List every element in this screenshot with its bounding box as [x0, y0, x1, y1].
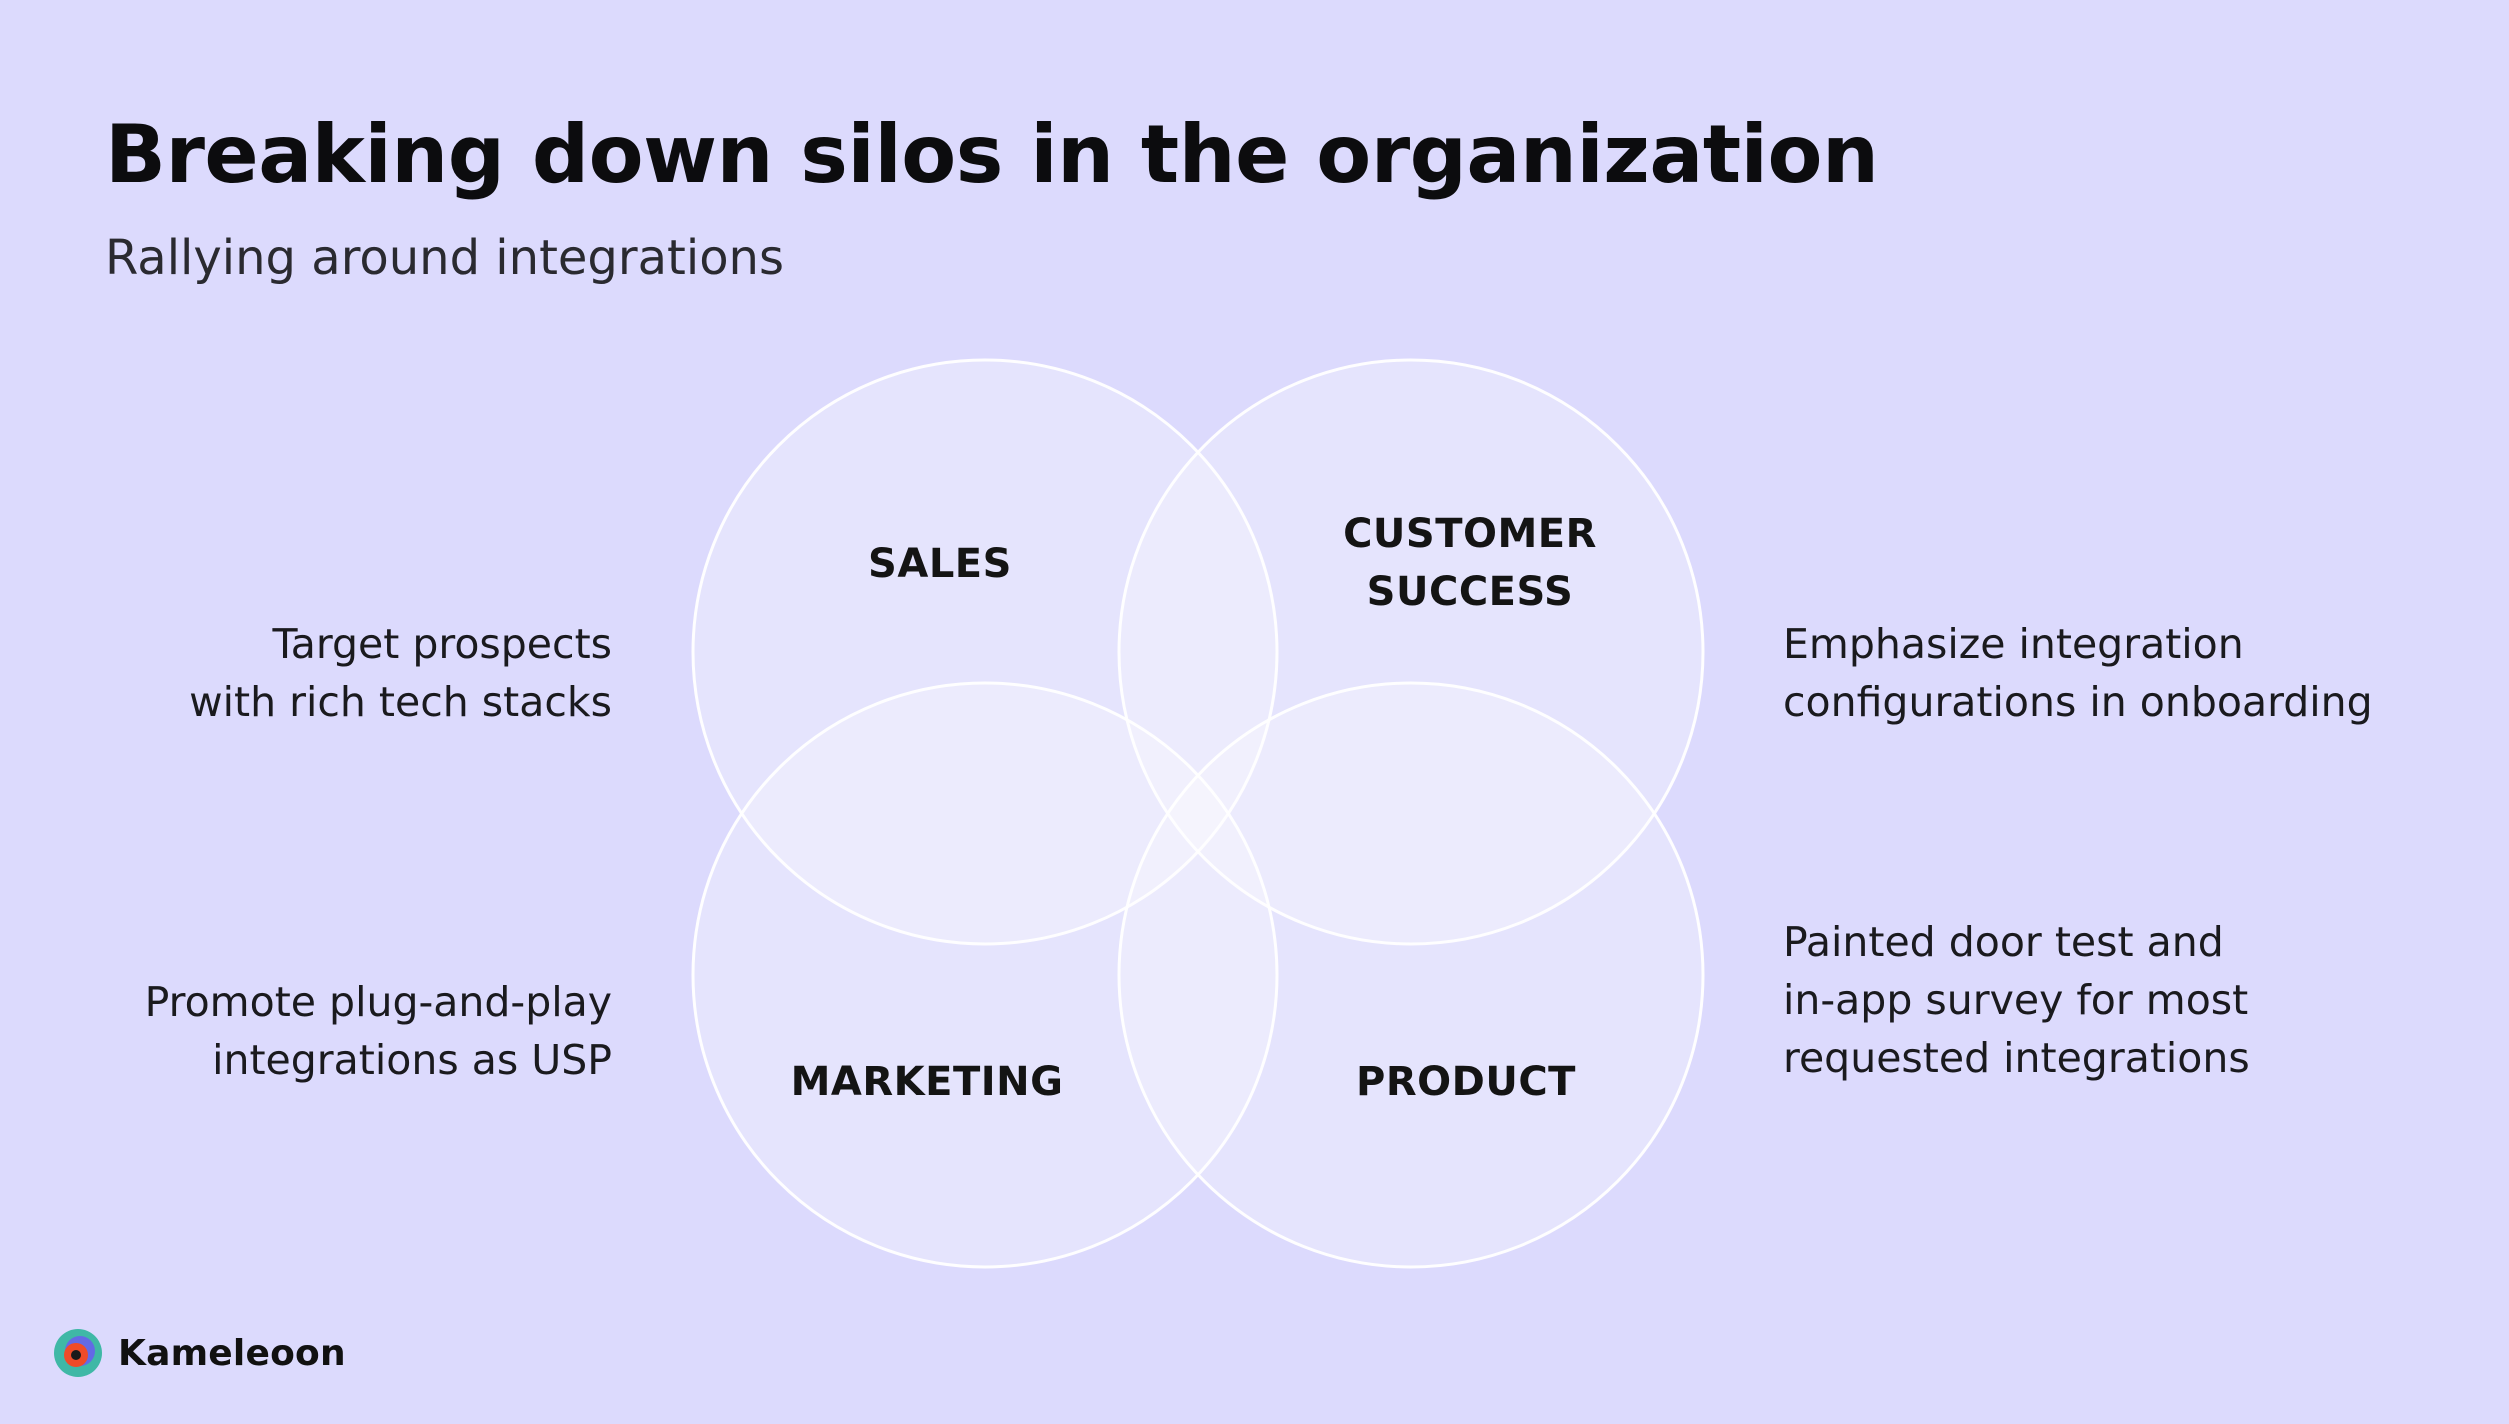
brand-name: Kameleoon	[118, 1332, 346, 1374]
sales-note-line-2: with rich tech stacks	[189, 678, 612, 727]
customer-success-label-line-2: SUCCESS	[1366, 569, 1574, 615]
page-subtitle: Rallying around integrations	[105, 230, 784, 286]
page-title: Breaking down silos in the organization	[105, 108, 1879, 201]
customer-success-label-line-1: CUSTOMER	[1343, 511, 1597, 557]
product-note: Painted door test and in-app survey for …	[1783, 913, 2250, 1088]
marketing-label-line: MARKETING	[790, 1059, 1064, 1105]
sales-label-line: SALES	[868, 541, 1012, 587]
marketing-note-line-1: Promote plug-and-play	[144, 978, 612, 1026]
sales-note: Target prospects with rich tech stacks	[189, 615, 612, 731]
product-note-line-2: in-app survey for most	[1783, 976, 2249, 1025]
marketing-circle	[691, 681, 1279, 1269]
marketing-note-line-2: integrations as USP	[212, 1036, 612, 1085]
customer-success-label: CUSTOMER SUCCESS	[1320, 505, 1620, 621]
sales-note-line-1: Target prospects	[272, 620, 612, 668]
product-note-line-3: requested integrations	[1783, 1034, 2250, 1083]
brand-logo: Kameleoon	[50, 1325, 346, 1381]
customer-success-note-line-2: configurations in onboarding	[1783, 678, 2373, 727]
kameleoon-logo-icon	[54, 1329, 102, 1377]
product-label: PRODUCT	[1316, 1053, 1616, 1111]
product-note-line-1: Painted door test and	[1783, 918, 2224, 966]
sales-circle	[691, 358, 1279, 946]
marketing-note: Promote plug-and-play integrations as US…	[145, 973, 612, 1089]
customer-success-note-line-1: Emphasize integration	[1783, 620, 2244, 668]
customer-success-note: Emphasize integration configurations in …	[1783, 615, 2373, 731]
customer-success-circle	[1117, 358, 1705, 946]
sales-label: SALES	[840, 535, 1040, 593]
product-circle	[1117, 681, 1705, 1269]
marketing-label: MARKETING	[767, 1053, 1087, 1111]
product-label-line: PRODUCT	[1356, 1059, 1576, 1105]
